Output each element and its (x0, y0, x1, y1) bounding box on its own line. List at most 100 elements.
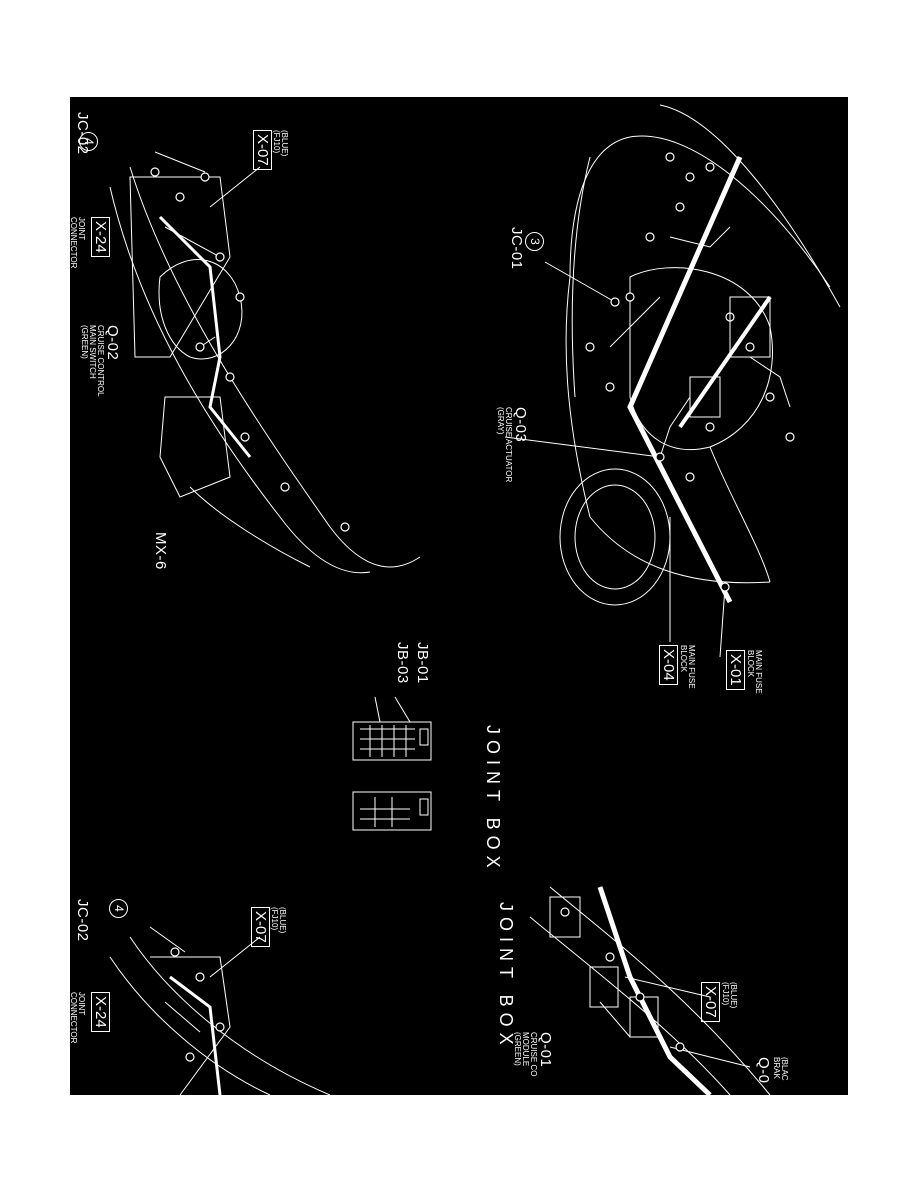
jc02b-leader (149, 926, 186, 953)
x07b-label: X-07 (251, 907, 270, 947)
jb03-leader (374, 696, 381, 723)
q01-leader (599, 1001, 631, 1038)
dash-outline-upper (129, 166, 421, 568)
harness-branch-1 (669, 226, 731, 248)
x24b-label: X-24 (91, 992, 110, 1032)
hood-outline (569, 135, 831, 288)
dash-panel-partial (150, 956, 231, 1095)
connector-dot (625, 292, 635, 302)
joint-box-relay (419, 728, 429, 746)
joint-box-relay-b (419, 798, 429, 816)
connector-dot (215, 1022, 225, 1032)
jb01-leader (394, 696, 411, 723)
connector-dot (635, 992, 645, 1002)
x24b-description: JOINT CONNECTOR (70, 992, 86, 1044)
joint-box-title-2: JOINT BOX (496, 902, 516, 1051)
x04-description: MAIN FUSE BLOCK (679, 645, 696, 689)
x07c-leader (624, 976, 711, 998)
wheel-well (559, 468, 671, 606)
jc02b-number: 4 (109, 899, 128, 918)
connector-dot (605, 952, 615, 962)
x01-label: X-01 (726, 650, 745, 690)
connector-dot (745, 342, 755, 352)
wheel-well-inner (574, 484, 656, 590)
harness-branch-4 (749, 356, 791, 408)
fuse-block-shape (729, 296, 771, 358)
x07c-label: X-07 (701, 982, 720, 1022)
connector-dot (655, 452, 665, 462)
x07-label: X-07 (253, 130, 272, 170)
joint-box-drawing-a (352, 721, 432, 761)
joint-box-in-vehicle (549, 896, 581, 938)
sub-harness-engine (678, 295, 772, 429)
connector-dot (765, 392, 775, 402)
engine-outline (629, 267, 773, 451)
connector-dot (280, 482, 290, 492)
q0x-leader (669, 1046, 751, 1068)
bumper-line (589, 516, 771, 584)
x24-description: JOINT CONNECTOR (70, 217, 86, 269)
q01-description: CRUISE CO MODULE (GREEN) (513, 1032, 538, 1077)
jc02b-marker: 4 (109, 899, 128, 918)
connector-dot (675, 1042, 685, 1052)
q0x-label: Q-0 (755, 1057, 772, 1084)
diagram-drawing (109, 104, 841, 1095)
x24b-leader (164, 1001, 201, 1033)
connector-dot (645, 232, 655, 242)
jb01-label: JB-01 (414, 642, 431, 684)
fuse-block-shape-2 (689, 376, 721, 418)
firewall-line (709, 446, 771, 583)
x07c-description: (BLUE) (FJ10) (721, 982, 738, 1009)
module-shape (589, 966, 619, 1008)
dash-outline-partial-2 (109, 956, 271, 1095)
x07b-description: (BLUE) (FJ10) (270, 907, 287, 934)
jc01-number: 3 (525, 232, 544, 251)
connector-dot (705, 422, 715, 432)
x04-label: X-04 (659, 645, 678, 685)
connector-dot (175, 192, 185, 202)
wiring-diagram-sheet: MX-6 JOINT BOX JB-01 JB-03 X-01 MAIN FUS… (70, 97, 848, 1095)
harness-branch-3 (659, 396, 691, 458)
connector-dot (705, 162, 715, 172)
connector-dot (685, 172, 695, 182)
jc01-label: JC-01 (508, 227, 525, 270)
connector-dot (170, 947, 180, 957)
jc02-leader (154, 151, 206, 173)
connector-dot (720, 582, 730, 592)
connector-dot (560, 907, 570, 917)
connector-dot (240, 432, 250, 442)
dash-panel (129, 176, 231, 358)
connector-dot (610, 297, 620, 307)
connector-dot (195, 342, 205, 352)
connector-dot (195, 972, 205, 982)
model-label: MX-6 (152, 532, 169, 570)
connector-dot (200, 172, 210, 182)
console-area (189, 486, 311, 568)
q01-label: Q-01 (537, 1032, 554, 1068)
jc02b-label: JC-02 (74, 899, 91, 942)
connector-dot (605, 382, 615, 392)
joint-box-grid-b (360, 797, 410, 827)
q03-description: CRUISE ACTUATOR (GRAY) (496, 407, 513, 483)
q02-description: CRUISE CONTROL MAIN SWITCH (GREEN) (80, 325, 105, 397)
connector-dot (225, 372, 235, 382)
q0x-description: (BLAC BRAK (772, 1057, 789, 1081)
jc01-leader (544, 261, 616, 303)
harness-branch-2 (609, 296, 661, 348)
connector-dot (685, 472, 695, 482)
connector-dot (785, 432, 795, 442)
glovebox-area (159, 396, 231, 498)
x24-label: X-24 (91, 217, 110, 257)
q02-label: Q-02 (104, 325, 121, 361)
main-harness-engine (627, 155, 743, 604)
joint-box-drawing-b (352, 791, 432, 831)
fender-line (565, 276, 591, 518)
connector-dot (585, 342, 595, 352)
q03-leader (504, 436, 661, 458)
x07b-leader (209, 936, 261, 978)
jc01-marker: 3 (525, 232, 544, 251)
connector-dot (340, 522, 350, 532)
x01-description: MAIN FUSE BLOCK (746, 650, 763, 694)
harness-lower-right (597, 886, 712, 1095)
connector-dot (665, 152, 675, 162)
